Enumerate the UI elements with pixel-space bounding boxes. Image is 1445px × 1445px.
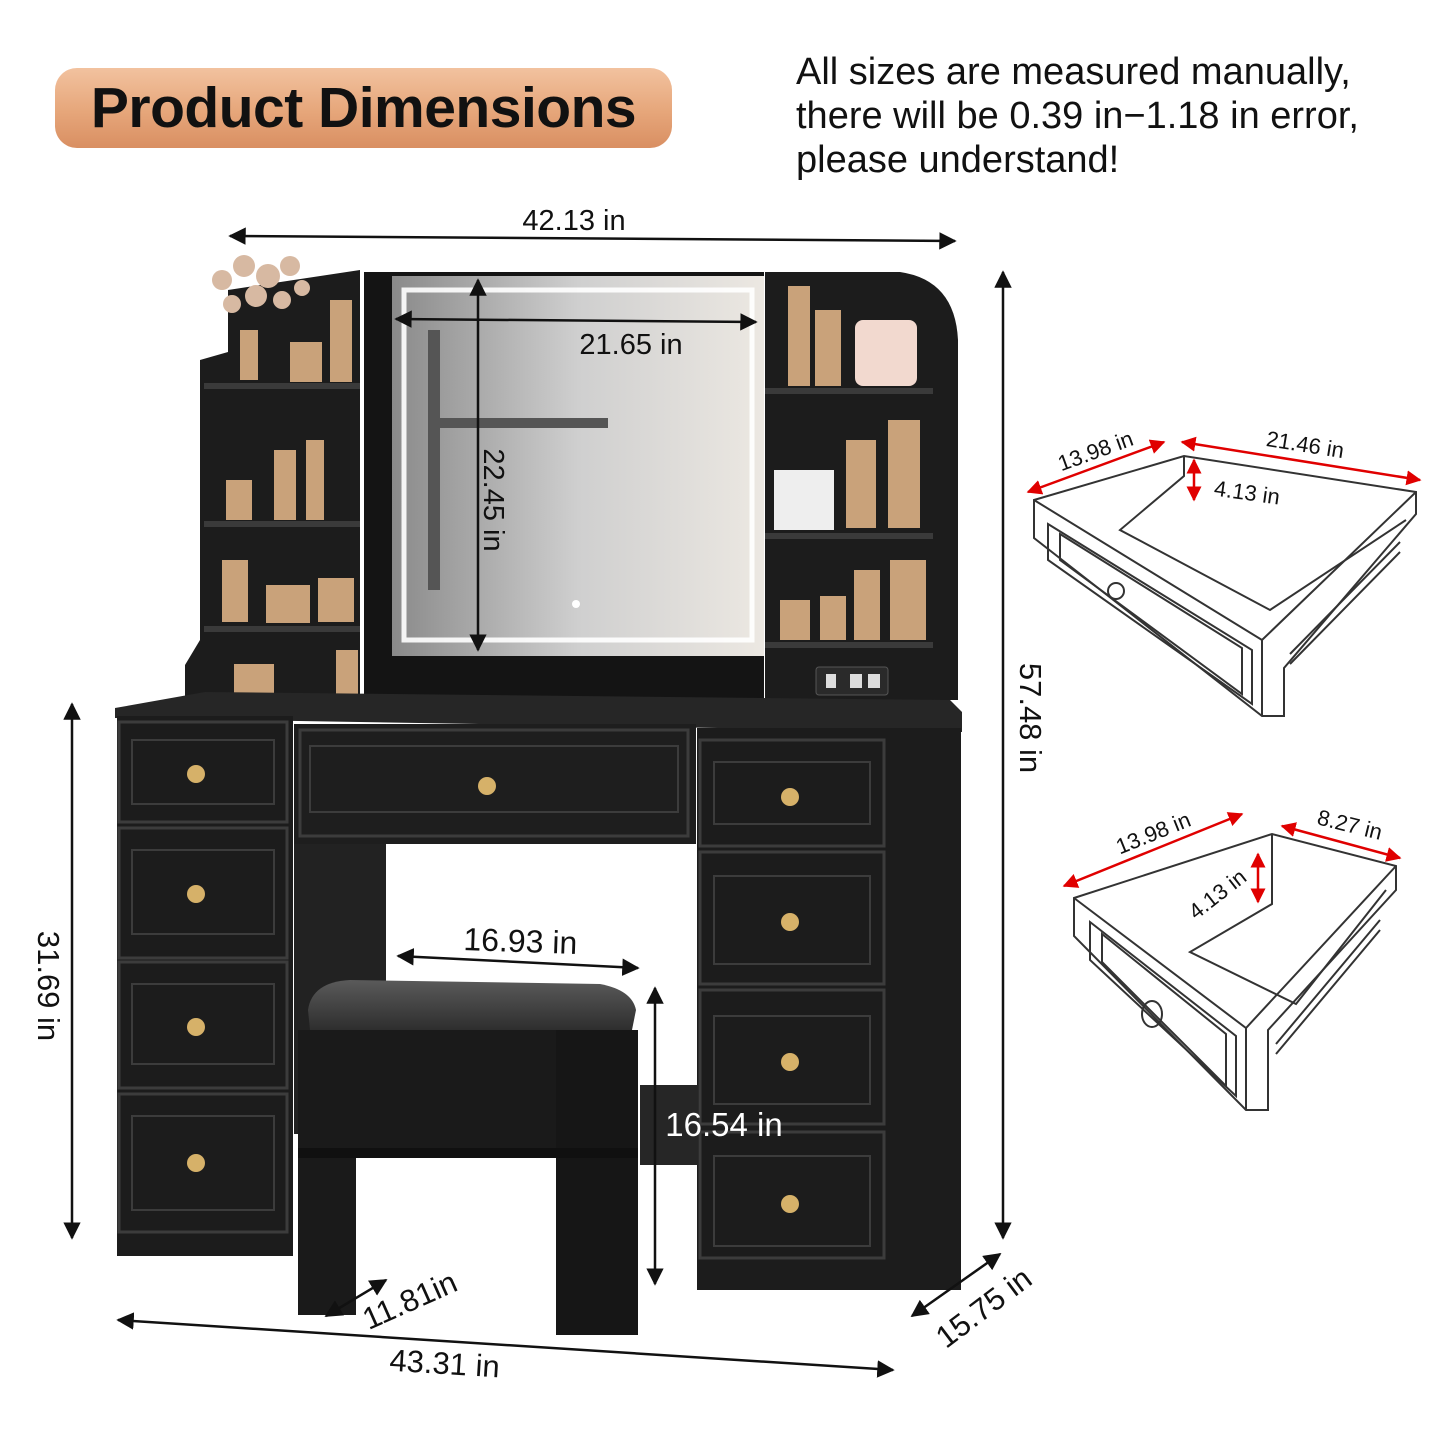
large-drawer-height-label: 4.13 in xyxy=(1213,476,1282,510)
stool xyxy=(298,980,638,1335)
bottom-width-label: 43.31 in xyxy=(389,1343,501,1385)
note-line-2: there will be 0.39 in−1.18 in error, xyxy=(796,95,1359,137)
measurement-note: All sizes are measured manually, there w… xyxy=(796,50,1436,182)
note-line-3: please understand! xyxy=(796,139,1120,181)
page-title: Product Dimensions xyxy=(90,76,637,140)
mirror-width-label: 21.65 in xyxy=(579,329,682,361)
note-line-1: All sizes are measured manually, xyxy=(796,51,1351,93)
small-drawer-height-label: 4.13 in xyxy=(1184,864,1251,924)
small-drawer-diagram: 13.98 in 8.27 in 4.13 in xyxy=(1062,805,1402,1111)
total-height-label: 57.48 in xyxy=(1013,663,1048,773)
small-drawer-depth-label: 13.98 in xyxy=(1112,807,1194,860)
stool-depth-label: 11.81in xyxy=(357,1264,462,1336)
top-width-label: 42.13 in xyxy=(522,205,625,237)
large-drawer-depth-label: 13.98 in xyxy=(1054,426,1136,476)
right-drawers xyxy=(698,738,886,1260)
title-badge: Product Dimensions xyxy=(55,68,672,148)
large-drawer-diagram: 13.98 in 21.46 in 4.13 in xyxy=(1026,426,1422,717)
mirror-height-label: 22.45 in xyxy=(477,448,509,551)
dimension-arrows xyxy=(63,227,1012,1378)
desk-height-label: 31.69 in xyxy=(31,931,66,1041)
stool-width-label: 16.93 in xyxy=(463,921,578,961)
left-drawers xyxy=(117,720,289,1234)
stool-height-label: 16.54 in xyxy=(665,1106,782,1143)
